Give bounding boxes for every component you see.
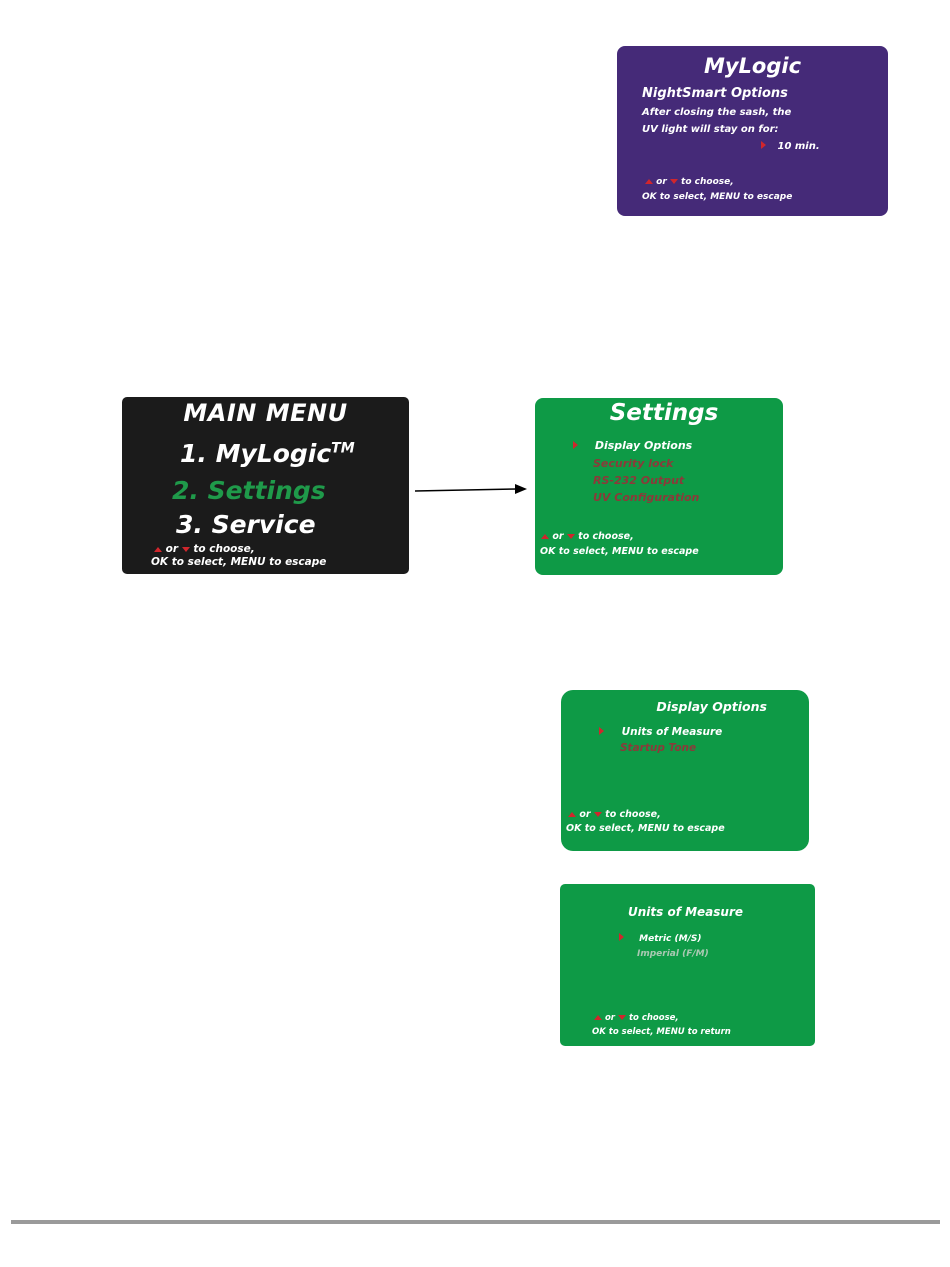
- menu-item-mylogic[interactable]: 1. MyLogicTM: [180, 439, 355, 468]
- main-menu-screen: MAIN MENU 1. MyLogicTM 2. Settings 3. Se…: [122, 397, 409, 574]
- menu-item-settings[interactable]: 2. Settings: [172, 476, 326, 505]
- hint-choose: to choose,: [578, 531, 634, 542]
- navigation-hint: or to choose,: [645, 177, 734, 187]
- screen-title: MAIN MENU: [183, 399, 348, 427]
- navigation-hint: or to choose,: [541, 531, 634, 542]
- hint-or: or: [552, 531, 564, 542]
- screen-title: Settings: [609, 400, 719, 426]
- hint-or: or: [579, 809, 591, 820]
- selection-arrow-icon: [619, 933, 624, 941]
- select-hint: OK to select, MENU to escape: [151, 556, 327, 568]
- navigation-hint: or to choose,: [594, 1013, 679, 1023]
- units-of-measure-screen: Units of Measure Metric (M/S) Imperial (…: [560, 884, 815, 1046]
- select-hint: OK to select, MENU to escape: [540, 546, 699, 557]
- screen-title: MyLogic: [703, 54, 802, 78]
- hint-or: or: [656, 177, 667, 187]
- up-arrow-icon: [154, 546, 162, 552]
- page-divider: [11, 1220, 940, 1224]
- navigation-hint: or to choose,: [154, 543, 255, 555]
- display-item-label: Units of Measure: [621, 726, 723, 738]
- duration-option[interactable]: 10 min.: [761, 141, 820, 152]
- units-item-label: Metric (M/S): [639, 934, 702, 944]
- selection-arrow-icon: [573, 441, 578, 449]
- display-options-screen: Display Options Units of Measure Startup…: [561, 690, 809, 851]
- select-hint: OK to select, MENU to escape: [642, 192, 793, 202]
- down-arrow-icon: [181, 546, 190, 552]
- settings-item-rs232-output[interactable]: RS-232 Output: [593, 474, 685, 487]
- screen-subtitle: NightSmart Options: [642, 86, 788, 101]
- hint-choose: to choose,: [605, 809, 661, 820]
- arrow-icon: [414, 484, 527, 494]
- down-arrow-icon: [617, 1015, 626, 1020]
- menu-item-service[interactable]: 3. Service: [176, 510, 316, 539]
- hint-choose: to choose,: [193, 543, 255, 555]
- display-item-startup-tone[interactable]: Startup Tone: [620, 742, 697, 754]
- screen-title: Units of Measure: [628, 905, 744, 919]
- down-arrow-icon: [566, 534, 575, 539]
- settings-item-label: Display Options: [594, 439, 693, 452]
- up-arrow-icon: [541, 534, 549, 539]
- settings-item-uv-configuration[interactable]: UV Configuration: [593, 491, 700, 504]
- up-arrow-icon: [568, 812, 576, 817]
- hint-choose: to choose,: [628, 1013, 679, 1023]
- display-item-units-of-measure[interactable]: Units of Measure: [599, 726, 722, 738]
- select-hint: OK to select, MENU to return: [592, 1027, 731, 1037]
- selection-arrow-icon: [599, 727, 604, 735]
- duration-value: 10 min.: [777, 141, 820, 152]
- units-item-imperial[interactable]: Imperial (F/M): [637, 949, 709, 959]
- hint-or: or: [165, 543, 179, 555]
- selection-arrow-icon: [761, 141, 766, 149]
- menu-item-label: 1. MyLogic: [180, 439, 332, 468]
- trademark-mark: TM: [331, 440, 355, 457]
- navigation-hint: or to choose,: [568, 809, 661, 820]
- settings-item-display-options[interactable]: Display Options: [573, 439, 692, 452]
- mylogic-nightsmart-screen: MyLogic NightSmart Options After closing…: [617, 46, 888, 216]
- up-arrow-icon: [645, 179, 653, 184]
- settings-item-security-lock[interactable]: Security lock: [593, 457, 674, 470]
- settings-screen: Settings Display Options Security lock R…: [535, 398, 783, 575]
- hint-or: or: [604, 1013, 616, 1023]
- down-arrow-icon: [593, 812, 602, 817]
- select-hint: OK to select, MENU to escape: [566, 823, 725, 834]
- screen-title: Display Options: [656, 699, 767, 714]
- hint-choose: to choose,: [681, 177, 734, 187]
- description-line-1: After closing the sash, the: [642, 107, 792, 118]
- down-arrow-icon: [669, 179, 678, 184]
- up-arrow-icon: [594, 1015, 602, 1020]
- units-item-metric[interactable]: Metric (M/S): [619, 933, 701, 944]
- description-line-2: UV light will stay on for:: [642, 124, 779, 135]
